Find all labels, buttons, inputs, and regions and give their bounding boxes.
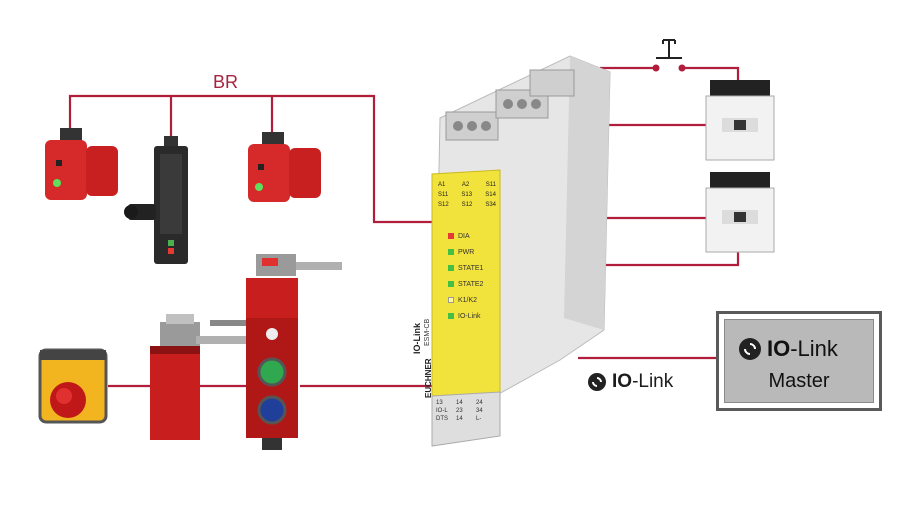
led-indicator [448,297,454,303]
led-row-state1: STATE1 [448,260,483,276]
terminal-label: A2 [461,182,470,188]
terminal-label: 14 [456,416,463,422]
terminal-label: 34 [476,408,483,414]
module-side-text-io-link: IO-Link [412,323,422,354]
terminal-label: DTS [436,416,448,422]
terminal-label: 14 [456,400,463,406]
terminal-label: S12 [438,202,449,208]
master-io-rest-text: -Link [790,336,838,361]
led-label: K1/K2 [458,296,478,304]
terminal-label: IO-L [436,408,448,414]
terminal-row: S11 S13 S14 [438,192,496,198]
led-row-dia: DIA [448,228,483,244]
io-link-master-title: IO-Link [739,336,838,362]
master-io-bold-text: IO [767,336,791,361]
module-brand-text: EUCHNER [424,358,433,398]
terminal-label: 13 [436,400,443,406]
transponder-sensor [124,136,188,264]
terminal-label: S13 [461,192,473,198]
io-link-bold-text: IO [612,371,633,392]
terminal-label: S11 [485,182,496,188]
br-bus-label: BR [213,72,239,92]
safety-switch-actuator [150,314,276,440]
terminal-label: 24 [476,400,483,406]
emergency-stop [38,348,108,424]
module-model-text: ESM-CB [424,318,431,346]
led-indicator [448,249,454,255]
led-indicator [448,265,454,271]
locking-switch-buttons [246,254,342,450]
led-indicator [448,233,454,239]
terminal-label: S14 [485,192,496,198]
io-link-connection-label: IO-Link [588,371,673,393]
led-row-pwr: PWR [448,244,483,260]
door-switch-right [248,132,321,202]
io-link-master-box: IO-Link Master [716,311,882,411]
contactor-2 [705,172,775,253]
io-link-rest-text: -Link [632,371,674,392]
io-link-logo-icon [739,338,761,360]
led-row-k1k2: K1/K2 [448,292,483,308]
io-link-master-panel: IO-Link Master [724,319,874,403]
br-bus-wires [68,66,740,388]
led-indicator [448,281,454,287]
io-link-master-subtitle: Master [768,370,830,392]
led-indicator [448,313,454,319]
module-bottom-terminals: 13 14 24 IO-L 23 34 DTS 14 L- [436,400,496,422]
terminal-label: S11 [438,192,449,198]
led-label: STATE2 [458,280,484,288]
terminal-label: A1 [438,182,446,188]
led-label: STATE1 [458,264,484,272]
module-terminal-labels: A1 A2 S11 S11 S13 S14 S12 S12 S34 [438,182,496,208]
terminal-label: L- [476,416,482,422]
module-led-list: DIA PWR STATE1 STATE2 K1/K2 IO-Link [448,228,483,324]
led-label: IO-Link [458,312,481,320]
led-label: DIA [458,232,470,240]
led-row-state2: STATE2 [448,276,483,292]
terminal-label: 23 [456,408,463,414]
terminal-label: S12 [461,202,473,208]
terminal-label: S34 [485,202,496,208]
contactor-1 [705,80,775,161]
door-switch-left [45,128,118,200]
pushbutton-contact-symbol [652,39,686,72]
safety-relay-module [431,55,611,447]
led-row-io-link: IO-Link [448,308,483,324]
io-link-logo-icon [588,373,606,391]
terminal-row: S12 S12 S34 [438,202,496,208]
terminal-row: A1 A2 S11 [438,182,496,188]
led-label: PWR [458,248,475,256]
